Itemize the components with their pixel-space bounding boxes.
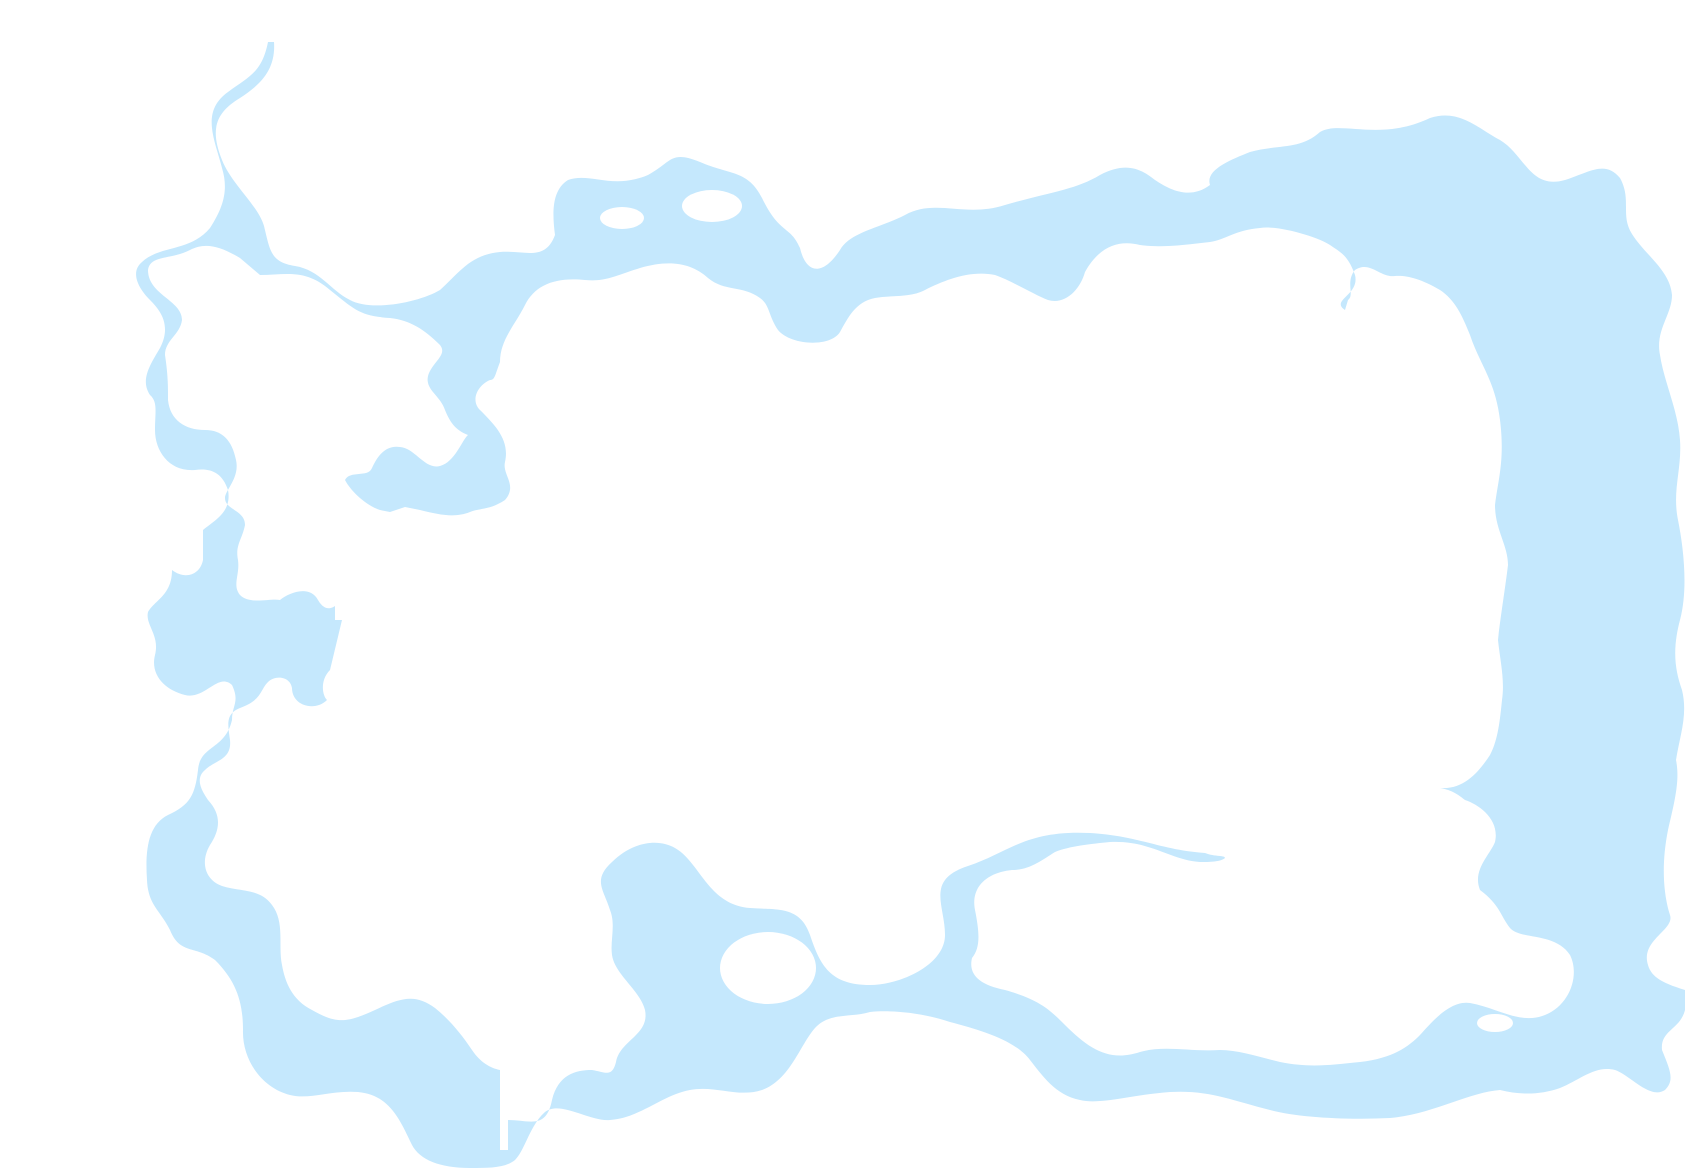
white-hole (720, 932, 816, 1004)
white-hole (682, 190, 742, 222)
white-hole (600, 207, 644, 229)
white-hole (1477, 1014, 1513, 1032)
blue-region-band (136, 42, 1685, 1168)
